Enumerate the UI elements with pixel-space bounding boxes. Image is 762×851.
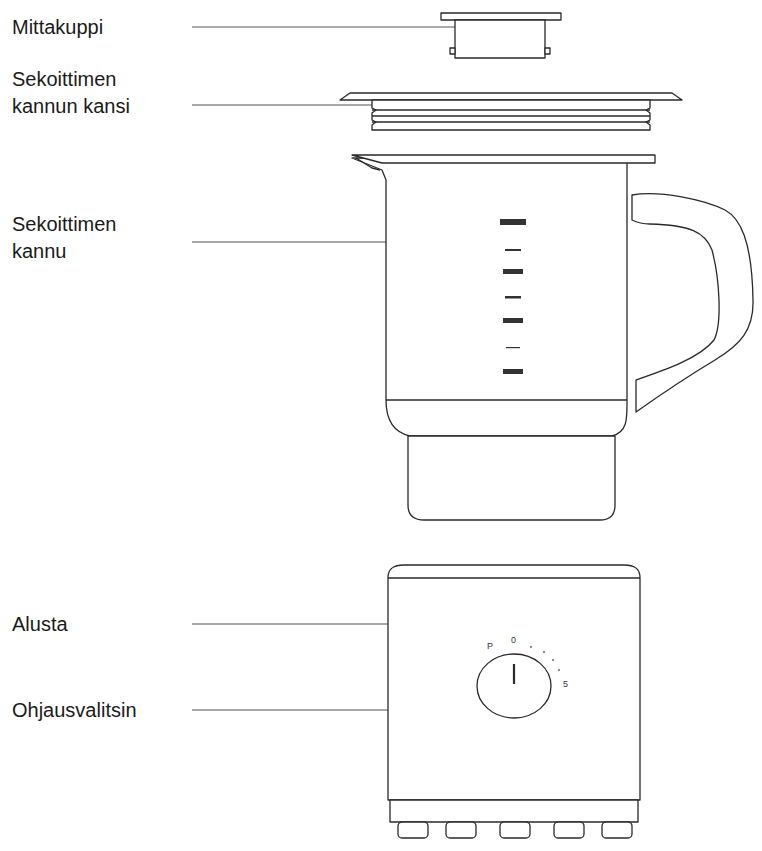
part-label: Sekoittimen kannun kansi xyxy=(12,66,152,120)
part-label: Alusta xyxy=(12,611,182,638)
dial-mark: 5 xyxy=(563,679,575,689)
scale-markings xyxy=(500,219,526,374)
blender-parts xyxy=(340,13,753,838)
dial-mark: 0 xyxy=(511,635,523,645)
part-label: Mittakuppi xyxy=(12,14,182,41)
part-label: Ohjausvalitsin xyxy=(12,697,187,724)
dial-dots xyxy=(530,646,560,671)
part-label: Sekoittimen kannu xyxy=(12,211,152,265)
dial-mark: P xyxy=(487,641,499,651)
